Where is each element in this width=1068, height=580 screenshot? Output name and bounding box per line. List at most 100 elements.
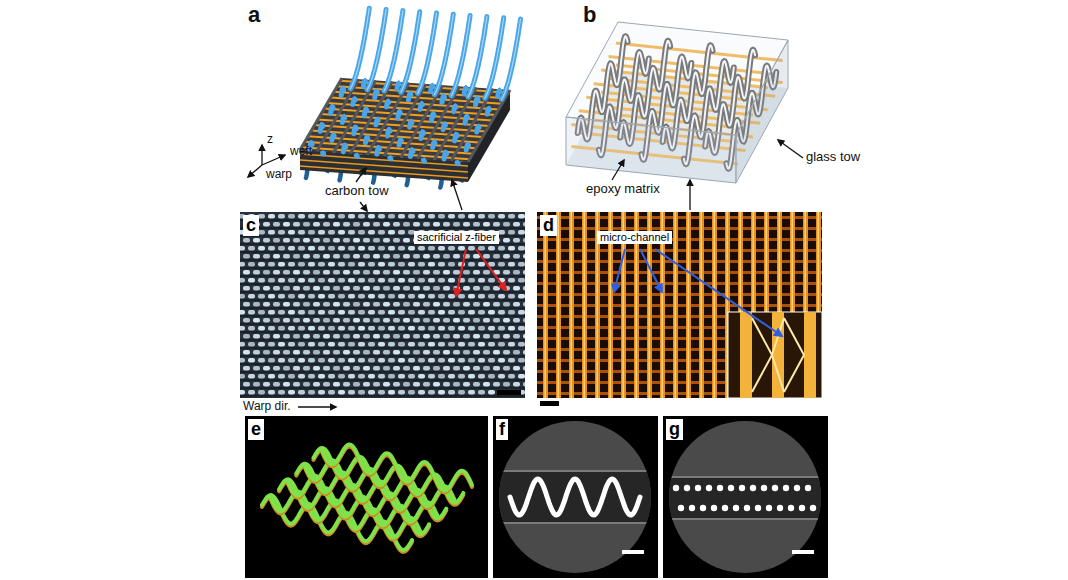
z-fiber-loop bbox=[498, 214, 505, 219]
z-fiber-loop bbox=[398, 214, 405, 219]
z-fiber-loop bbox=[473, 286, 480, 291]
z-fiber-loop bbox=[353, 302, 360, 307]
z-fiber-loop bbox=[383, 334, 390, 339]
z-fiber-loop bbox=[263, 382, 270, 387]
z-fiber-loop bbox=[463, 382, 470, 387]
z-fiber-loop bbox=[253, 286, 260, 291]
z-fiber-loop bbox=[503, 318, 510, 323]
z-fiber-loop bbox=[503, 238, 510, 243]
z-fiber-loop bbox=[388, 390, 395, 395]
z-fiber-loop bbox=[418, 278, 425, 283]
channel-highlight bbox=[571, 212, 573, 398]
z-fiber-loop bbox=[328, 358, 335, 363]
channel-column bbox=[556, 212, 561, 398]
z-fiber-loop bbox=[453, 254, 460, 259]
z-fiber-loop bbox=[503, 382, 510, 387]
z-fiber-loop bbox=[438, 310, 445, 315]
z-fiber-loop bbox=[363, 270, 370, 275]
z-fiber-loop bbox=[463, 270, 470, 275]
z-fiber-loop bbox=[383, 238, 390, 243]
carbon-tow bbox=[367, 83, 409, 155]
z-fiber-loop bbox=[478, 294, 485, 299]
carbon-gap bbox=[240, 395, 525, 397]
z-fiber-loop bbox=[378, 246, 385, 251]
z-fiber-loop bbox=[423, 366, 430, 371]
ct-channel-dot bbox=[739, 485, 745, 491]
z-fiber-loop bbox=[258, 342, 265, 347]
z-fiber-loop bbox=[288, 214, 295, 219]
z-fiber-loop bbox=[333, 318, 340, 323]
z-fiber-loop bbox=[323, 366, 330, 371]
glass-tow bbox=[300, 160, 468, 172]
z-fiber-loop bbox=[388, 230, 395, 235]
panel-letter: b bbox=[583, 2, 596, 27]
ct-channel-dot bbox=[706, 485, 712, 491]
z-fiber-loop bbox=[513, 318, 520, 323]
z-fiber-loop bbox=[428, 326, 435, 331]
z-fiber-loop bbox=[283, 222, 290, 227]
z-fiber-loop bbox=[498, 262, 505, 267]
ct-channel-dot bbox=[761, 485, 767, 491]
z-fiber-loop bbox=[288, 358, 295, 363]
z-fiber-loop bbox=[408, 278, 415, 283]
z-fiber-loop bbox=[483, 382, 490, 387]
ct-channel-dot bbox=[750, 485, 756, 491]
z-fiber-loop bbox=[268, 326, 275, 331]
z-fiber-loop bbox=[458, 294, 465, 299]
ct-channel-dot bbox=[810, 505, 816, 511]
z-fiber-loop bbox=[418, 390, 425, 395]
z-fiber-loop bbox=[468, 390, 475, 395]
z-fiber-loop bbox=[338, 374, 345, 379]
z-fiber-end bbox=[367, 9, 386, 89]
z-fiber-loop bbox=[358, 262, 365, 267]
inset-channel bbox=[804, 312, 816, 398]
z-fiber-loop bbox=[493, 366, 500, 371]
z-fiber-loop bbox=[348, 374, 355, 379]
z-fiber-loop bbox=[408, 294, 415, 299]
z-fiber-loop bbox=[353, 270, 360, 275]
z-fiber-loop bbox=[453, 222, 460, 227]
z-fiber-loop bbox=[423, 270, 430, 275]
carbon-gap bbox=[240, 259, 525, 261]
z-fiber-loop bbox=[498, 246, 505, 251]
z-fiber-loop bbox=[498, 230, 505, 235]
z-fiber-loop bbox=[323, 270, 330, 275]
z-fiber-loop bbox=[373, 366, 380, 371]
z-fiber-loop bbox=[508, 278, 515, 283]
z-fiber-loop bbox=[298, 230, 305, 235]
z-fiber-loop bbox=[323, 382, 330, 387]
z-fiber-loop bbox=[373, 286, 380, 291]
carbon-gap bbox=[240, 315, 525, 317]
z-fiber-loop bbox=[478, 214, 485, 219]
z-fiber-loop bbox=[303, 318, 310, 323]
channel-highlight bbox=[558, 212, 560, 398]
z-fiber-loop bbox=[313, 222, 320, 227]
z-fiber-loop bbox=[458, 214, 465, 219]
z-fiber-loop bbox=[413, 366, 420, 371]
z-fiber-loop bbox=[503, 350, 510, 355]
z-fiber-loop bbox=[488, 278, 495, 283]
carbon-tow bbox=[434, 88, 476, 160]
z-fiber-loop bbox=[348, 342, 355, 347]
z-fiber-loop bbox=[393, 302, 400, 307]
z-fiber-loop bbox=[333, 286, 340, 291]
z-fiber-loop bbox=[308, 342, 315, 347]
z-fiber-loop bbox=[348, 230, 355, 235]
z-fiber-loop bbox=[388, 278, 395, 283]
z-fiber-loop bbox=[488, 342, 495, 347]
z-fiber-loop bbox=[303, 334, 310, 339]
z-fiber-loop bbox=[408, 342, 415, 347]
z-fiber bbox=[320, 153, 326, 154]
z-fiber-loop bbox=[313, 286, 320, 291]
z-fiber-loop bbox=[413, 350, 420, 355]
z-fiber-loop bbox=[268, 214, 275, 219]
z-fiber-loop bbox=[293, 254, 300, 259]
z-fiber-loop bbox=[240, 278, 245, 283]
blue-pointer bbox=[655, 249, 782, 336]
z-fiber-loop bbox=[368, 326, 375, 331]
z-fiber-loop bbox=[498, 294, 505, 299]
z-fiber-loop bbox=[343, 350, 350, 355]
z-fiber bbox=[421, 132, 424, 139]
z-fiber-loop bbox=[443, 302, 450, 307]
